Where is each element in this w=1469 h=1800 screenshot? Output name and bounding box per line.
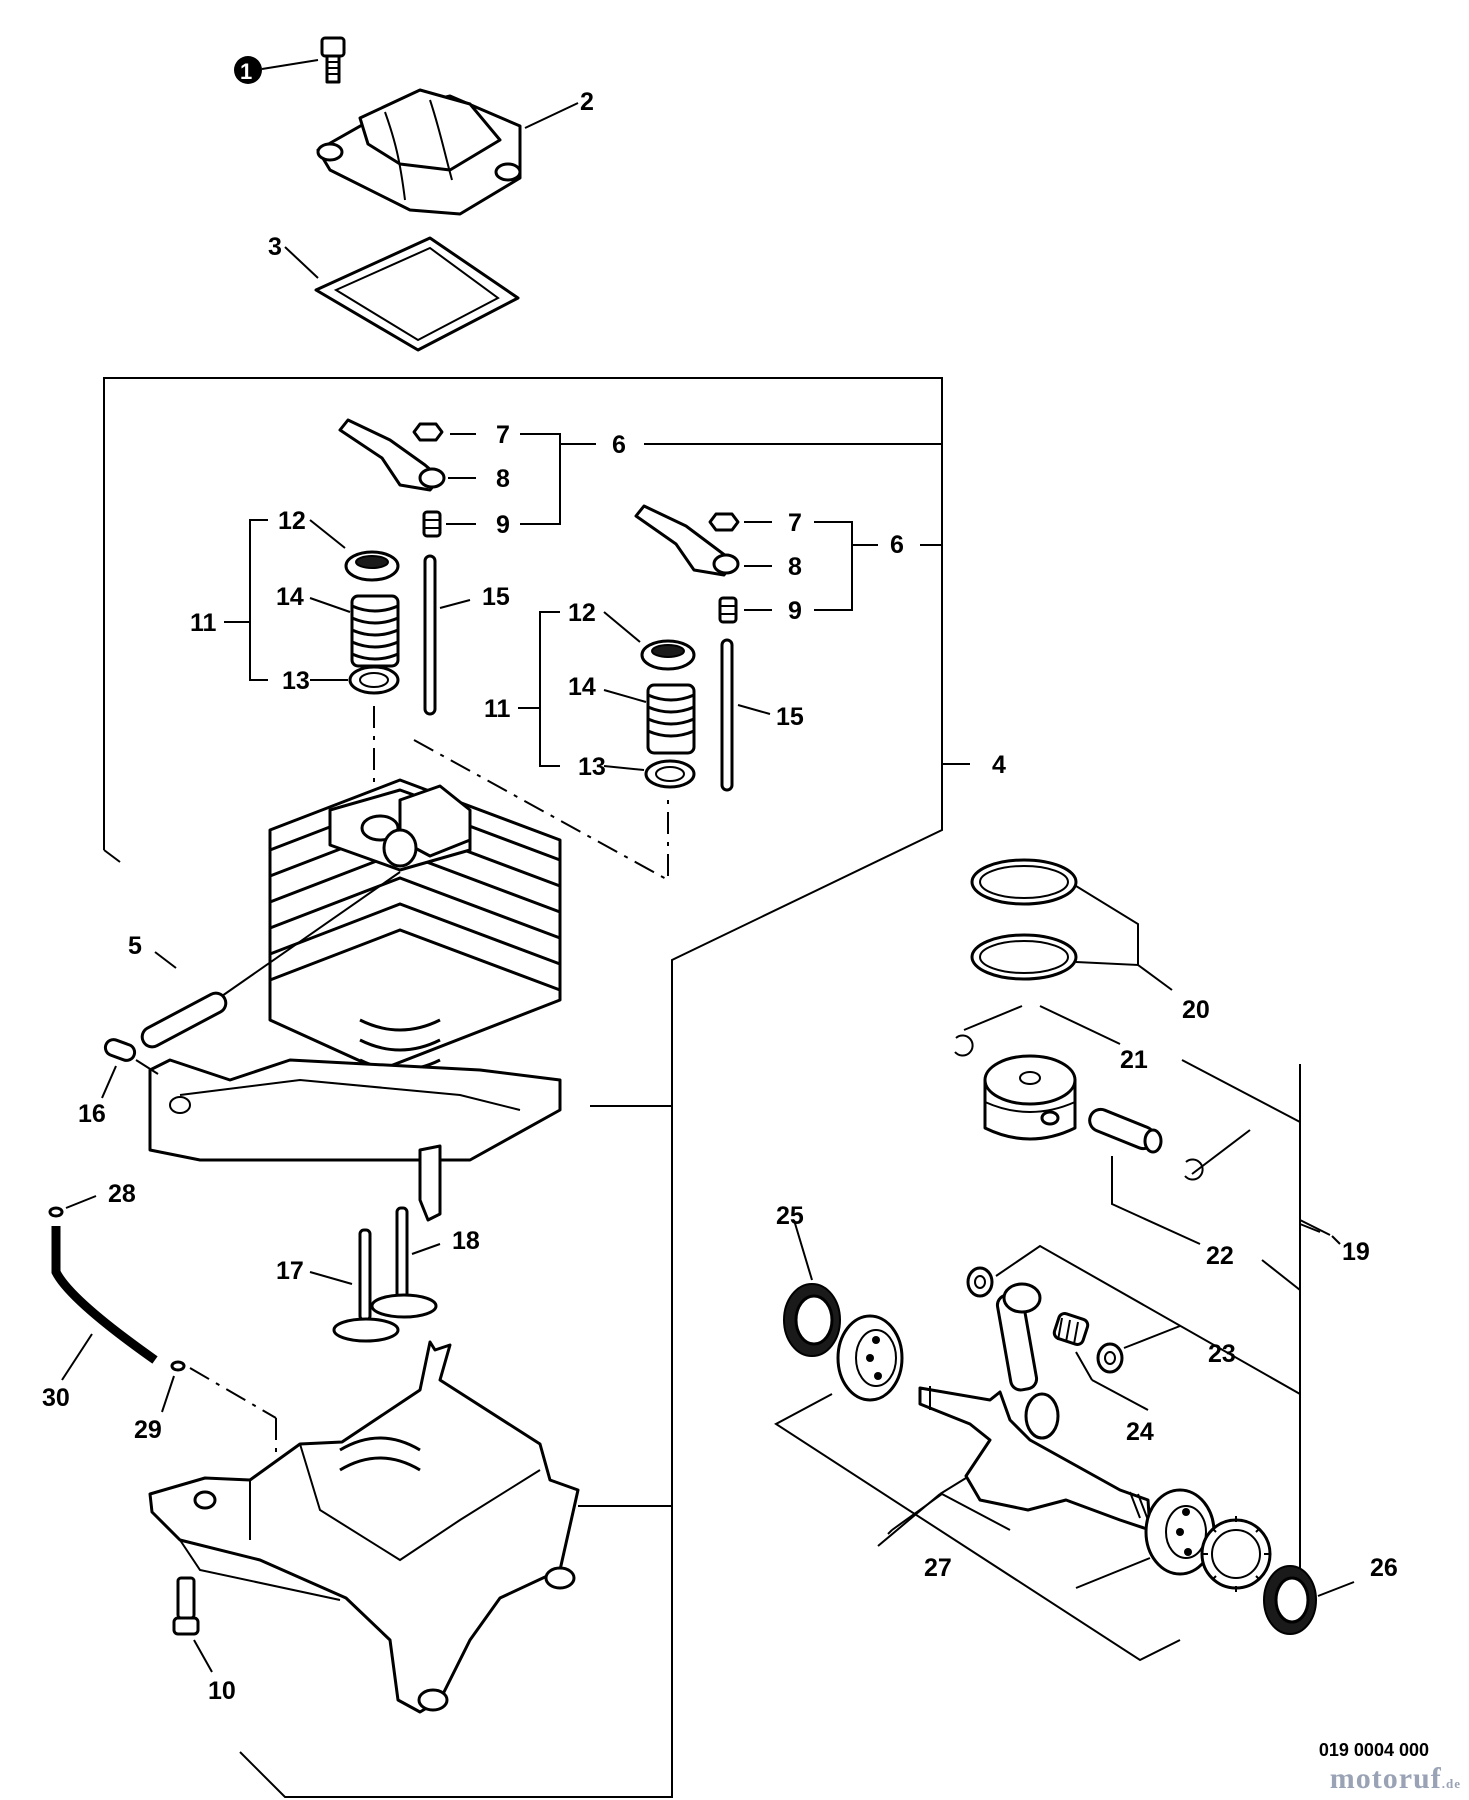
label-21: 21 bbox=[1120, 1046, 1148, 1074]
cylinder-block bbox=[148, 778, 562, 1222]
label-13-left: 13 bbox=[282, 667, 310, 695]
piston-part-19 bbox=[983, 1054, 1077, 1141]
seat-right-part-13 bbox=[644, 759, 696, 789]
bolt-part-1 bbox=[320, 36, 346, 84]
nut-right-part-7 bbox=[708, 512, 740, 532]
label-1: 1 bbox=[240, 59, 252, 84]
label-29: 29 bbox=[134, 1416, 162, 1444]
label-30: 30 bbox=[42, 1384, 70, 1412]
label-27: 27 bbox=[924, 1554, 952, 1582]
label-4: 4 bbox=[992, 751, 1006, 779]
label-6-right: 6 bbox=[890, 531, 904, 559]
label-19: 19 bbox=[1342, 1238, 1370, 1266]
pushrod-right-part-15 bbox=[720, 638, 734, 792]
crankcase bbox=[148, 1340, 580, 1714]
label-26: 26 bbox=[1370, 1554, 1398, 1582]
piston-ring-part-20-b bbox=[970, 933, 1078, 981]
valve-part-18 bbox=[370, 1206, 438, 1319]
label-17: 17 bbox=[276, 1257, 304, 1285]
label-15-left: 15 bbox=[482, 583, 510, 611]
washer-part-23-b bbox=[1096, 1342, 1124, 1374]
washer-part-23-a bbox=[966, 1266, 994, 1298]
circlip-part-21-b bbox=[1184, 1158, 1204, 1181]
needle-bearing-part-24 bbox=[1052, 1312, 1090, 1346]
label-22: 22 bbox=[1206, 1242, 1234, 1270]
label-6-left: 6 bbox=[612, 431, 626, 459]
label-8-left: 8 bbox=[496, 465, 510, 493]
watermark-logo: motoruf.de bbox=[1330, 1762, 1461, 1796]
gasket-part-3 bbox=[314, 236, 520, 352]
nut-left-part-7 bbox=[412, 422, 444, 442]
label-7-left: 7 bbox=[496, 421, 510, 449]
label-23: 23 bbox=[1208, 1340, 1236, 1368]
gear-part-27 bbox=[1200, 1516, 1272, 1592]
rocker-arm-left-part-8 bbox=[338, 418, 446, 492]
bearing-part-27-right bbox=[1144, 1488, 1216, 1576]
adjuster-right-part-9 bbox=[718, 596, 738, 624]
label-7-right: 7 bbox=[788, 509, 802, 537]
retainer-right-part-12 bbox=[640, 639, 696, 671]
label-11-left: 11 bbox=[190, 609, 217, 637]
o-ring-part-29 bbox=[170, 1360, 186, 1372]
seat-left-part-13 bbox=[348, 665, 400, 695]
dowel-pin-part-5 bbox=[140, 991, 228, 1049]
label-13-right: 13 bbox=[578, 753, 606, 781]
label-2: 2 bbox=[580, 88, 594, 116]
seal-part-25 bbox=[783, 1283, 841, 1357]
retainer-left-part-12 bbox=[344, 550, 400, 582]
label-28: 28 bbox=[108, 1180, 136, 1208]
label-12-right: 12 bbox=[568, 599, 596, 627]
pin-part-16 bbox=[103, 1038, 137, 1062]
label-18: 18 bbox=[452, 1227, 480, 1255]
spring-left-part-14 bbox=[350, 594, 400, 668]
label-14-left: 14 bbox=[276, 583, 304, 611]
piston-pin-part-22 bbox=[1088, 1107, 1163, 1154]
label-12-left: 12 bbox=[278, 507, 306, 535]
adjuster-left-part-9 bbox=[422, 510, 442, 538]
bearing-part-27-left bbox=[836, 1314, 904, 1402]
drawing-number: 019 0004 000 bbox=[1318, 1740, 1429, 1760]
circlip-part-21-a bbox=[954, 1034, 974, 1057]
bracket-assembly-4 bbox=[103, 377, 970, 1798]
label-11-right: 11 bbox=[484, 695, 511, 723]
spring-right-part-14 bbox=[646, 683, 696, 755]
label-8-right: 8 bbox=[788, 553, 802, 581]
callout-bubble-1 bbox=[234, 56, 262, 84]
label-24: 24 bbox=[1126, 1418, 1154, 1446]
rocker-arm-right-part-8 bbox=[634, 504, 740, 577]
label-14-right: 14 bbox=[568, 673, 596, 701]
valve-part-17 bbox=[332, 1228, 400, 1343]
label-16: 16 bbox=[78, 1100, 106, 1128]
crankshaft-part-27 bbox=[918, 1282, 1152, 1532]
label-20: 20 bbox=[1182, 996, 1210, 1024]
valve-cover-part-2 bbox=[316, 88, 522, 216]
label-15-right: 15 bbox=[776, 703, 804, 731]
o-ring-part-28 bbox=[48, 1206, 64, 1218]
label-25: 25 bbox=[776, 1202, 804, 1230]
pushrod-left-part-15 bbox=[423, 554, 437, 716]
seal-part-26 bbox=[1263, 1565, 1317, 1635]
label-9-right: 9 bbox=[788, 597, 802, 625]
watermark-main: motoruf bbox=[1329, 1762, 1442, 1795]
piston-ring-part-20-a bbox=[970, 858, 1078, 906]
hose-part-30 bbox=[51, 1226, 158, 1364]
label-9-left: 9 bbox=[496, 511, 510, 539]
screw-part-10 bbox=[172, 1576, 200, 1636]
label-10: 10 bbox=[208, 1677, 236, 1705]
watermark-suffix: .de bbox=[1441, 1776, 1461, 1791]
label-3: 3 bbox=[268, 233, 282, 261]
label-5: 5 bbox=[128, 932, 142, 960]
